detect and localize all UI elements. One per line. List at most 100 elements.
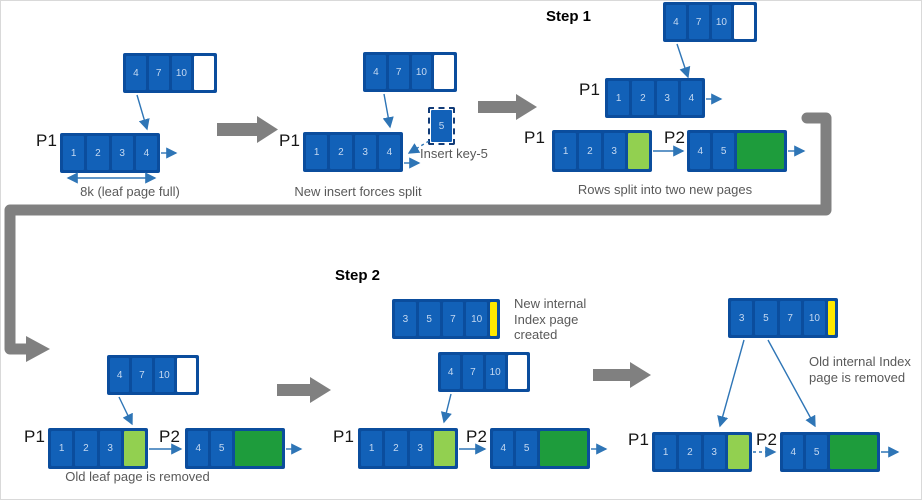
page-cell-empty bbox=[734, 5, 754, 39]
page-label-p2: P2 bbox=[466, 427, 488, 446]
page-cell-key-2: 2 bbox=[87, 136, 109, 170]
page-cell-key-3: 3 bbox=[409, 431, 431, 466]
caption-old-leaf-removed: Old leaf page is removed bbox=[65, 469, 210, 484]
step-1-title: Step 1 bbox=[546, 8, 592, 25]
page-cell-key-7: 7 bbox=[148, 56, 169, 90]
page-cell-key-4: 4 bbox=[493, 431, 514, 466]
block-arrow-1 bbox=[217, 116, 278, 143]
page-cell-key-7: 7 bbox=[442, 302, 464, 336]
arrow-s4-index-to-p1 bbox=[118, 396, 133, 426]
page-cell-empty bbox=[176, 358, 196, 392]
page-cell-key-3: 3 bbox=[99, 431, 121, 466]
page-cell-key-3: 3 bbox=[703, 435, 725, 469]
page-cell-key-1: 1 bbox=[306, 135, 328, 169]
page-cell-key-3: 3 bbox=[111, 136, 133, 170]
page-cell-key-7: 7 bbox=[463, 355, 483, 389]
caption-old-internal-index: Old internal Index page is removed bbox=[809, 354, 911, 385]
page-label-p1: P1 bbox=[36, 131, 58, 150]
flow-pipe-arrowhead bbox=[26, 336, 50, 362]
arrow-s3-index-to-leaf bbox=[676, 43, 691, 79]
page-cell-new-space bbox=[490, 302, 497, 336]
page-cell-key-10: 10 bbox=[711, 5, 732, 39]
page-label-p1: P1 bbox=[279, 131, 301, 150]
page-s2-insert-key: 5 bbox=[428, 107, 455, 145]
page-cell-key-1: 1 bbox=[655, 435, 677, 469]
page-cell-empty bbox=[434, 55, 454, 89]
page-cell-free-space bbox=[234, 431, 282, 466]
arrow-s6-newindex-to-p1 bbox=[717, 339, 745, 428]
page-cell-key-2: 2 bbox=[679, 435, 701, 469]
page-cell-key-4: 4 bbox=[126, 56, 146, 90]
page-cell-key-10: 10 bbox=[485, 355, 505, 389]
page-cell-key-10: 10 bbox=[466, 302, 487, 336]
page-cell-key-3: 3 bbox=[395, 302, 416, 336]
block-arrow-2 bbox=[478, 94, 537, 120]
page-cell-free-space bbox=[829, 435, 877, 469]
page-cell-key-2: 2 bbox=[632, 81, 654, 115]
caption-new-internal-index: New internal Index page created bbox=[514, 296, 587, 343]
page-cell-key-7: 7 bbox=[779, 301, 801, 335]
page-cell-key-7: 7 bbox=[688, 5, 709, 39]
page-cell-key-4: 4 bbox=[188, 431, 209, 466]
page-cell-key-4: 4 bbox=[110, 358, 130, 392]
page-cell-key-2: 2 bbox=[385, 431, 407, 466]
block-arrow-4 bbox=[593, 362, 651, 388]
page-label-p1: P1 bbox=[628, 430, 650, 449]
page-cell-key-5: 5 bbox=[418, 302, 440, 336]
page-cell-new-space bbox=[828, 301, 835, 335]
page-cell-key-3: 3 bbox=[656, 81, 678, 115]
page-cell-free-space bbox=[539, 431, 587, 466]
page-label-p1: P1 bbox=[524, 128, 546, 147]
page-cell-key-10: 10 bbox=[411, 55, 432, 89]
page-cell-key-3: 3 bbox=[731, 301, 753, 335]
page-cell-key-5: 5 bbox=[755, 301, 777, 335]
caption-leaf-page-full: 8k (leaf page full) bbox=[80, 184, 180, 199]
page-label-p1: P1 bbox=[579, 80, 601, 99]
arrow-s5-index-to-p1 bbox=[440, 393, 452, 424]
arrow-s6-newindex-to-p2 bbox=[767, 339, 816, 428]
page-cell-key-4: 4 bbox=[666, 5, 686, 39]
caption-rows-split: Rows split into two new pages bbox=[577, 182, 753, 197]
page-cell-key-1: 1 bbox=[555, 133, 577, 169]
page-cell-key-5: 5 bbox=[516, 431, 537, 466]
block-arrow-3 bbox=[277, 377, 331, 403]
page-cell-key-5: 5 bbox=[211, 431, 232, 466]
page-cell-free-space bbox=[727, 435, 749, 469]
page-label-p2: P2 bbox=[756, 430, 778, 449]
caption-insert-key-5: Insert key-5 bbox=[420, 146, 488, 161]
page-label-p1: P1 bbox=[24, 427, 46, 446]
page-cell-key-5: 5 bbox=[806, 435, 827, 469]
page-cell-key-4: 4 bbox=[783, 435, 804, 469]
page-cell-key-1: 1 bbox=[361, 431, 383, 466]
page-cell-key-2: 2 bbox=[75, 431, 97, 466]
page-cell-key-1: 1 bbox=[51, 431, 73, 466]
page-cell-key-4: 4 bbox=[441, 355, 461, 389]
page-cell-key-3: 3 bbox=[603, 133, 625, 169]
page-cell-key-7: 7 bbox=[388, 55, 409, 89]
page-cell-key-4: 4 bbox=[680, 81, 702, 115]
page-cell-key-4: 4 bbox=[378, 135, 400, 169]
page-label-p2: P2 bbox=[159, 427, 181, 446]
page-cell-key-10: 10 bbox=[803, 301, 825, 335]
page-cell-key-10: 10 bbox=[171, 56, 192, 90]
page-cell-key-3: 3 bbox=[354, 135, 376, 169]
arrow-s2-index-to-leaf bbox=[382, 93, 394, 129]
page-cell-empty bbox=[194, 56, 214, 90]
